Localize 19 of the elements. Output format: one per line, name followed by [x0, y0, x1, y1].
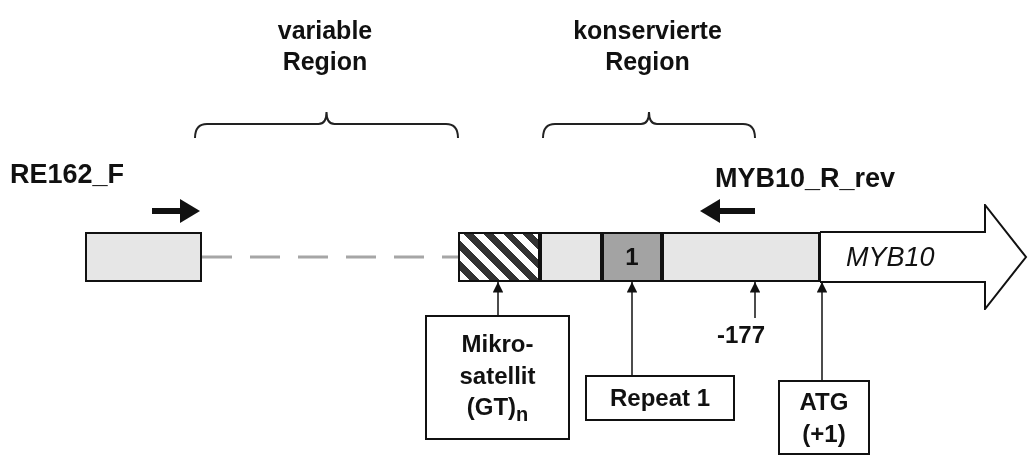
position-label: -177: [700, 318, 782, 352]
leader-line: [816, 281, 828, 381]
region-label: konservierte Region: [572, 15, 723, 78]
primer-label: MYB10_R_rev: [715, 162, 896, 195]
primer-label: RE162_F: [10, 158, 125, 191]
repeat-box: 1: [602, 232, 662, 282]
leader-line: [749, 281, 761, 319]
callout-box: Mikro- satellit (GT)$_{n}$: [425, 315, 570, 440]
exon-box: [85, 232, 202, 282]
callout-box: Repeat 1: [585, 375, 735, 421]
gene-arrow: MYB10: [820, 204, 1028, 310]
promoter-segment: [540, 232, 602, 282]
leader-line: [626, 281, 638, 376]
region-label: variable Region: [276, 15, 374, 78]
callout-box: ATG (+1): [778, 380, 870, 455]
promoter-segment: [662, 232, 820, 282]
striped-box: [458, 232, 540, 282]
leader-line: [492, 281, 504, 316]
dashed-line: [202, 255, 458, 259]
